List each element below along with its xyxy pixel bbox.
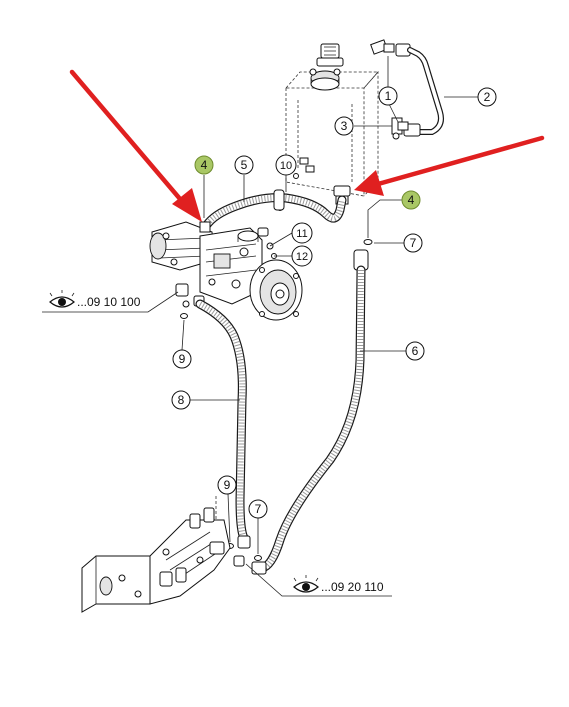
red-arrow-right [354,135,545,196]
callout-9b: 9 [217,475,237,495]
callout-7a: 7 [403,233,423,253]
callout-4b-label: 4 [408,193,415,207]
tank-filler-cap [309,43,344,91]
reference-1-text: ...09 10 100 [77,295,141,309]
leader-lines [42,56,478,597]
callout-10-label: 10 [280,160,292,172]
hydraulic-pump [149,221,303,321]
pressure-hose-8 [195,299,251,549]
callout-9a-label: 9 [179,352,186,366]
callout-12-label: 12 [296,251,308,263]
callout-1: 1 [378,86,398,106]
callout-11: 11 [291,222,313,244]
washers-7 [254,239,373,561]
reference-2: ...09 20 110 [293,575,384,594]
callout-5-label: 5 [241,158,248,172]
callout-12: 12 [291,245,313,267]
callout-2-label: 2 [484,90,491,104]
suction-hose-5 [201,189,347,231]
callout-4a-label: 4 [201,158,208,172]
eye-icon [293,575,319,593]
callout-8: 8 [171,390,191,410]
callout-3-label: 3 [341,119,348,133]
control-valve-block [81,496,245,613]
return-hose-6 [251,249,369,575]
callout-4-highlighted-a: 4 [194,155,214,175]
red-arrow-left [69,69,202,222]
callout-9b-label: 9 [224,478,231,492]
callout-1-label: 1 [385,89,392,103]
callout-4-highlighted-b: 4 [401,190,421,210]
callout-7b-label: 7 [255,502,262,516]
callout-6: 6 [405,341,425,361]
callout-3: 3 [334,116,354,136]
callout-7a-label: 7 [410,236,417,250]
callout-5: 5 [234,155,254,175]
callout-11-label: 11 [296,228,307,240]
callout-10: 10 [275,154,297,176]
callout-9a: 9 [172,349,192,369]
callout-6-label: 6 [412,344,419,358]
callout-2: 2 [477,87,497,107]
tank-fitting-3 [391,117,409,140]
hydraulic-tank [285,70,379,197]
callout-8-label: 8 [178,393,185,407]
reference-2-text: ...09 20 110 [321,580,384,594]
eye-icon [49,290,75,308]
callout-7b: 7 [248,499,268,519]
reference-1: ...09 10 100 [49,290,141,309]
